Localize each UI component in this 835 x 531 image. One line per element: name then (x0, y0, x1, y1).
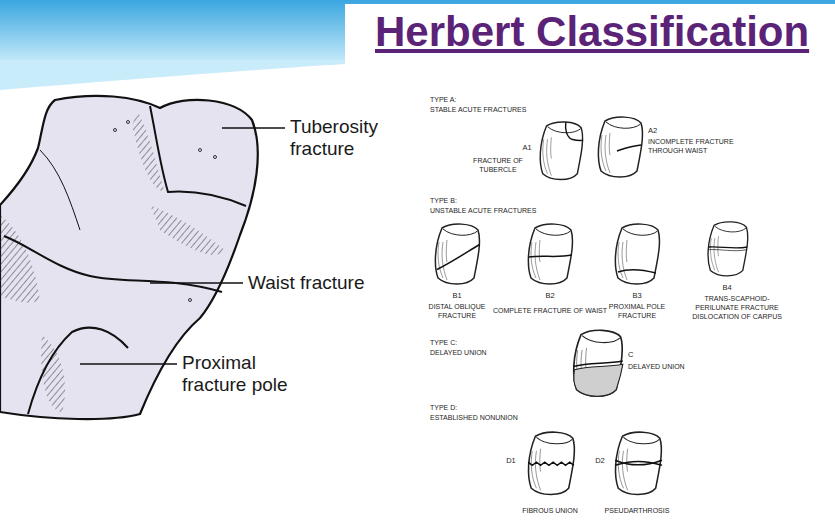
leader-line (150, 282, 243, 283)
callout-number: A2 (648, 126, 657, 136)
callout-number: B3 (632, 291, 641, 301)
incomplete-waist-drawing (598, 117, 642, 177)
surface-mark (199, 149, 202, 152)
fibrous-union-drawing (529, 432, 575, 494)
part-label: Waist fracture (248, 272, 365, 294)
type-subheading: STABLE ACUTE FRACTURES (430, 105, 526, 114)
fracture-line (28, 328, 128, 414)
incomplete-waist-drawing (598, 117, 642, 177)
delayed-union-drawing (573, 361, 623, 367)
callout-number: C (628, 350, 633, 360)
tubercle-fracture-drawing (540, 122, 583, 180)
fibrous-union-drawing (528, 462, 574, 465)
distal-oblique-drawing (435, 224, 479, 284)
pseudarthrosis-drawing (616, 432, 662, 494)
leader-line (80, 363, 177, 364)
callout-number: B4 (722, 283, 731, 293)
perilunate-drawing (708, 222, 748, 276)
callout-number: B2 (545, 291, 554, 301)
distal-oblique-drawing (437, 245, 480, 270)
proximal-pole-drawing (615, 224, 659, 284)
header-band (0, 60, 345, 90)
delayed-union-drawing (574, 330, 623, 396)
leader-line (80, 128, 285, 364)
fracture-description: DISTAL OBLIQUE FRACTURE (422, 302, 492, 320)
proximal-pole-drawing (615, 224, 659, 284)
type-subheading: UNSTABLE ACUTE FRACTURES (430, 206, 536, 215)
header-band (0, 0, 835, 90)
callout-number: D2 (595, 456, 605, 466)
surface-mark (114, 121, 217, 302)
surface-mark (189, 299, 192, 302)
complete-waist-drawing (528, 224, 572, 284)
fracture-description: DELAYED UNION (628, 362, 685, 371)
fracture-description: PSEUDARTHROSIS (605, 506, 670, 515)
part-label: Tuberosity fracture (290, 116, 402, 160)
fracture-description: TRANS-SCAPHOID- PERILUNATE FRACTURE DISL… (684, 294, 790, 321)
incomplete-waist-drawing (617, 145, 641, 151)
perilunate-drawing (709, 250, 747, 251)
header-band (345, 4, 835, 66)
fracture-description: FIBROUS UNION (522, 506, 578, 515)
proximal-pole-drawing (618, 270, 656, 273)
type-heading: TYPE C: (430, 338, 457, 347)
pseudarthrosis-drawing (615, 432, 662, 494)
bone-hatching (150, 205, 225, 255)
fracture-description: PROXIMAL POLE FRACTURE (604, 302, 670, 320)
fracture-line (150, 106, 246, 206)
fracture-description: FRACTURE OF TUBERCLE (469, 156, 527, 174)
bone-hatching (41, 335, 65, 412)
perilunate-drawing (708, 222, 748, 276)
type-heading: TYPE D: (430, 403, 457, 412)
delayed-union-drawing (574, 364, 623, 396)
type-heading: TYPE B: (430, 196, 457, 205)
fracture-description: INCOMPLETE FRACTURE THROUGH WAIST (648, 137, 746, 155)
fracture-description: COMPLETE FRACTURE OF WAIST (493, 306, 607, 315)
type-heading: TYPE A: (430, 95, 456, 104)
pseudarthrosis-drawing (615, 461, 662, 465)
slide-title: Herbert Classification (375, 8, 809, 56)
bone-hatching (0, 215, 40, 303)
fibrous-union-drawing (528, 432, 574, 494)
leader-line (222, 127, 285, 128)
part-label: Proximal fracture pole (182, 352, 312, 396)
pseudarthrosis-drawing (615, 460, 662, 465)
header-band (0, 0, 835, 64)
callout-number: D1 (506, 456, 516, 466)
callout-number: A1 (522, 143, 531, 153)
tubercle-fracture-drawing (566, 122, 584, 140)
surface-mark (114, 129, 117, 132)
perilunate-drawing (709, 247, 748, 248)
bone-hatching (132, 112, 165, 192)
complete-waist-drawing (529, 255, 572, 257)
fracture-line (40, 150, 80, 230)
distal-oblique-drawing (435, 224, 479, 284)
tubercle-fracture-drawing (540, 122, 582, 180)
delayed-union-drawing (573, 330, 623, 396)
surface-mark (214, 156, 217, 159)
type-subheading: DELAYED UNION (430, 348, 487, 357)
type-subheading: ESTABLISHED NONUNION (430, 413, 518, 422)
complete-waist-drawing (528, 224, 572, 284)
callout-number: B1 (452, 291, 461, 301)
surface-mark (127, 121, 130, 124)
